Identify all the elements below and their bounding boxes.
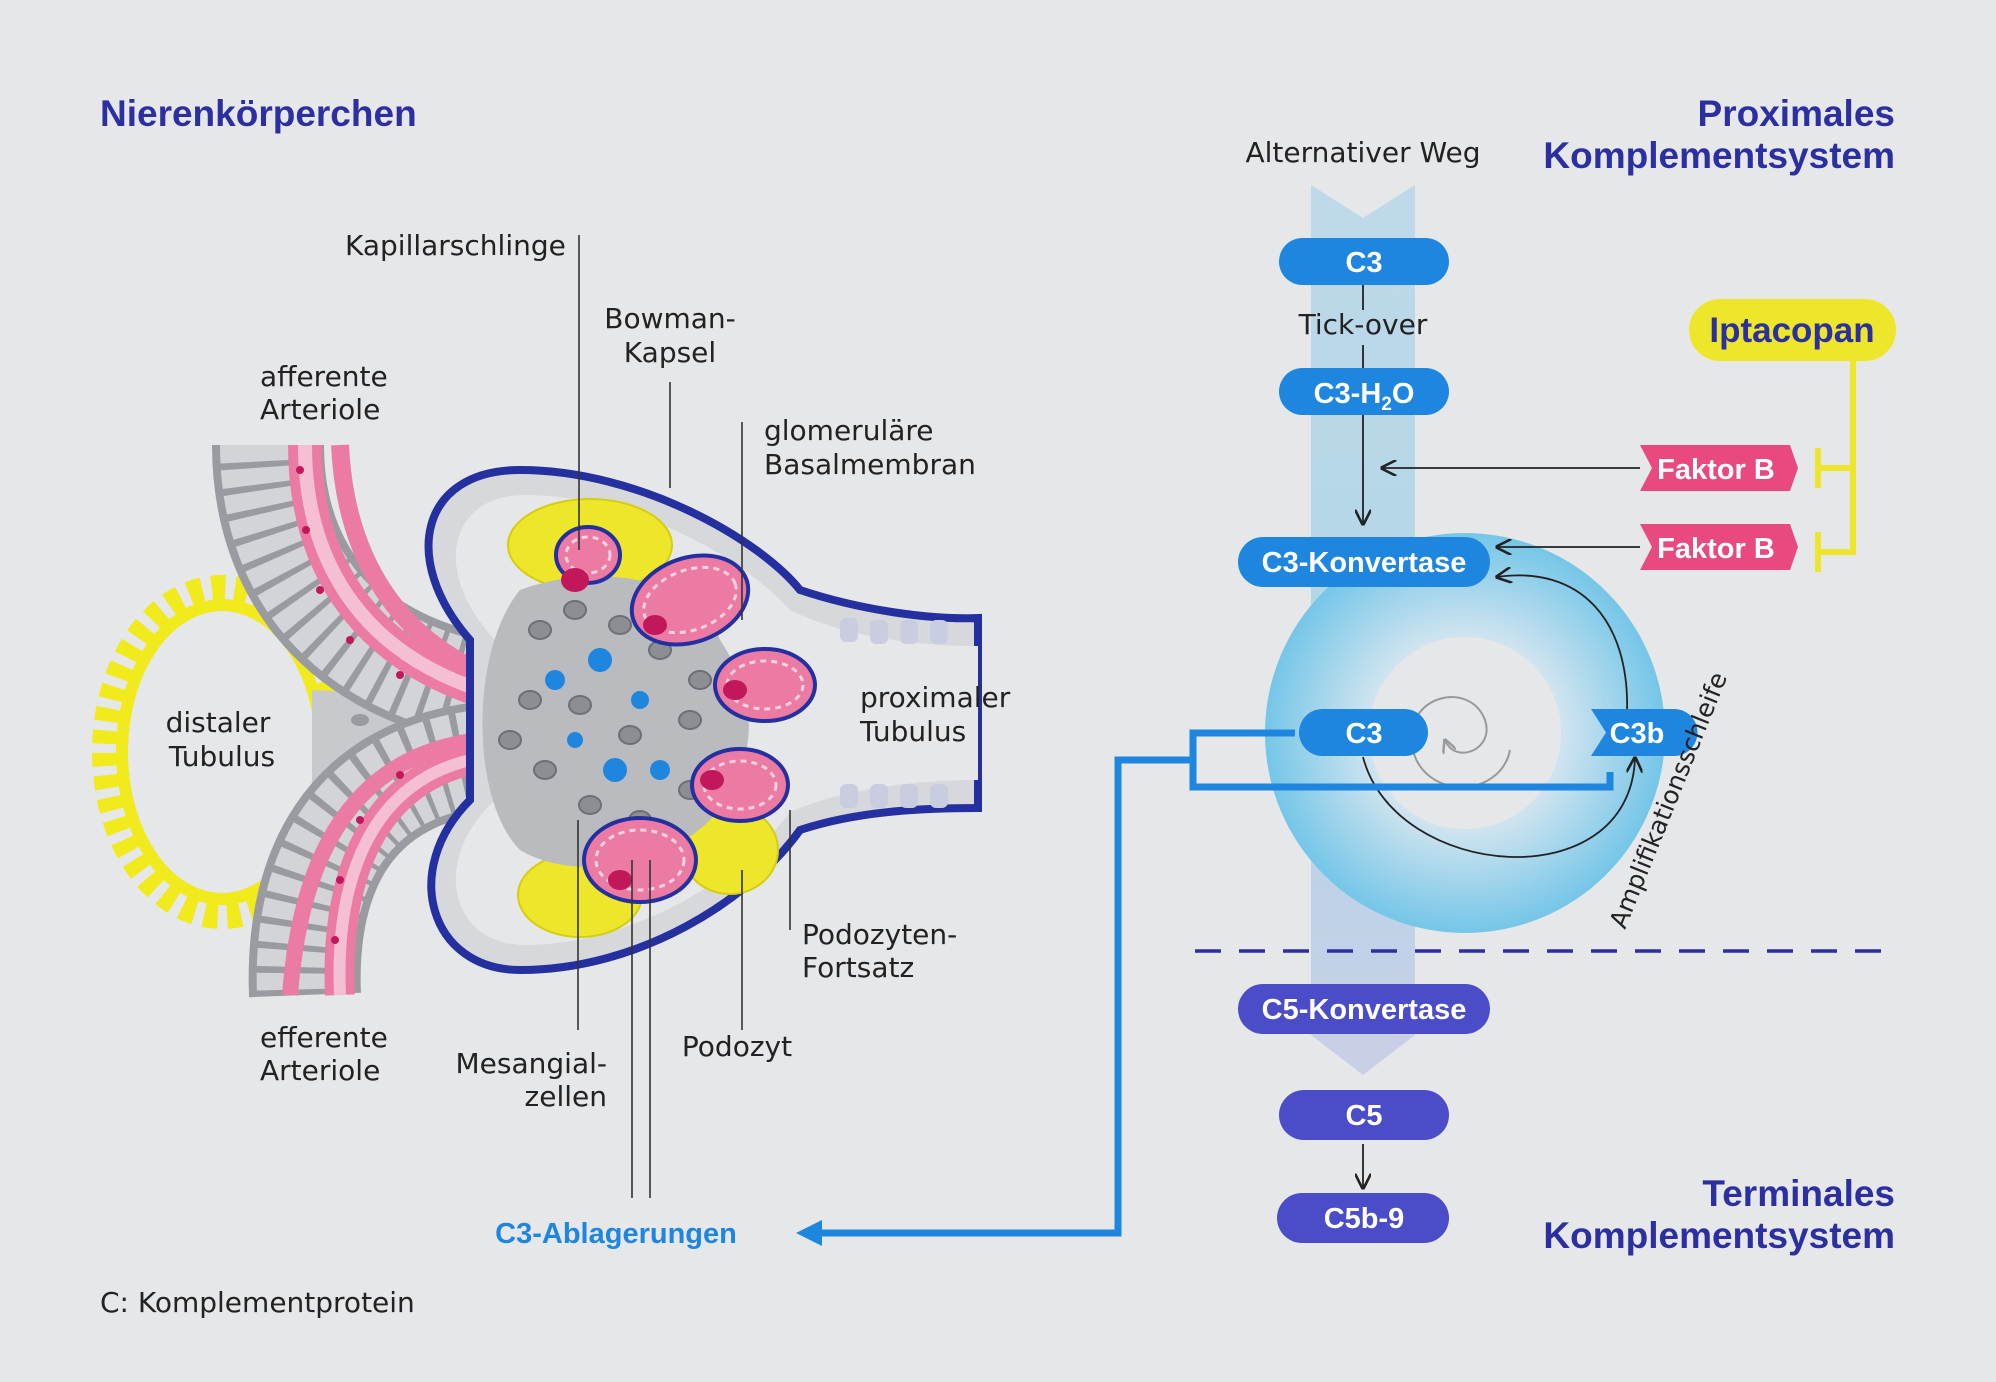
badge-faktor-b-1: Faktor B [1640, 445, 1798, 491]
svg-text:Faktor B: Faktor B [1657, 454, 1775, 486]
c3h2o-subscript: 2 [1381, 394, 1392, 415]
label-distal-1: distaler [166, 706, 271, 739]
label-proximal-1: proximaler [860, 681, 1011, 714]
pill-c3-konvertase: C3-Konvertase [1238, 537, 1490, 587]
label-alternativer-weg: Alternativer Weg [1245, 136, 1480, 169]
pill-c3-loop: C3 [1299, 709, 1428, 756]
svg-text:C3b: C3b [1610, 718, 1665, 750]
svg-text:C3-H2O: C3-H2O [1314, 378, 1415, 415]
label-tick-over: Tick-over [1298, 308, 1428, 341]
label-fortsatz-2: Fortsatz [802, 951, 914, 984]
label-proximal-2: Tubulus [859, 715, 966, 748]
pill-c3b: C3b [1591, 709, 1698, 756]
label-afferent-2: Arteriole [260, 393, 380, 426]
label-podozyt: Podozyt [682, 1030, 792, 1063]
label-efferent-1: efferente [260, 1021, 388, 1054]
svg-text:C5-Konvertase: C5-Konvertase [1262, 994, 1467, 1026]
label-mesangial-2: zellen [525, 1080, 607, 1113]
label-bowman-1: Bowman- [604, 302, 736, 335]
svg-text:C5b-9: C5b-9 [1324, 1203, 1405, 1235]
c3h2o-suffix: O [1392, 378, 1415, 410]
c3h2o-prefix: C3-H [1314, 378, 1382, 410]
label-c3-ablagerungen: C3-Ablagerungen [495, 1218, 737, 1250]
label-fortsatz-1: Podozyten- [802, 918, 957, 951]
label-efferent-2: Arteriole [260, 1054, 380, 1087]
label-kapillarschlinge: Kapillarschlinge [345, 229, 566, 262]
svg-text:C5: C5 [1345, 1100, 1382, 1132]
pill-c5: C5 [1279, 1090, 1449, 1140]
heading-proximal-2: Komplementsystem [1543, 135, 1895, 176]
pill-c3-h2o: C3-H2O [1279, 368, 1449, 415]
svg-text:Faktor B: Faktor B [1657, 533, 1775, 565]
svg-text:C3: C3 [1345, 718, 1382, 750]
pill-c5b-9: C5b-9 [1277, 1193, 1449, 1243]
svg-text:C3: C3 [1345, 247, 1382, 279]
label-afferent-1: afferente [260, 360, 388, 393]
footnote: C: Komplementprotein [100, 1286, 415, 1319]
label-bowman-2: Kapsel [624, 336, 716, 369]
heading-terminal-2: Komplementsystem [1543, 1215, 1895, 1256]
heading-terminal-1: Terminales [1702, 1173, 1895, 1214]
pill-c5-konvertase: C5-Konvertase [1238, 984, 1490, 1034]
label-distal-2: Tubulus [168, 740, 275, 773]
svg-text:Iptacopan: Iptacopan [1709, 311, 1874, 350]
label-mesangial-1: Mesangial- [456, 1047, 607, 1080]
label-gbm-2: Basalmembran [764, 448, 976, 481]
badge-faktor-b-2: Faktor B [1640, 524, 1798, 570]
heading-nierenkoerperchen: Nierenkörperchen [100, 93, 417, 134]
heading-proximal-1: Proximales [1698, 93, 1895, 134]
badge-iptacopan: Iptacopan [1689, 299, 1896, 361]
svg-text:C3-Konvertase: C3-Konvertase [1262, 547, 1467, 579]
pill-c3-top: C3 [1279, 238, 1449, 285]
label-gbm-1: glomeruläre [764, 414, 934, 447]
glomerulus-illustration [92, 443, 982, 998]
